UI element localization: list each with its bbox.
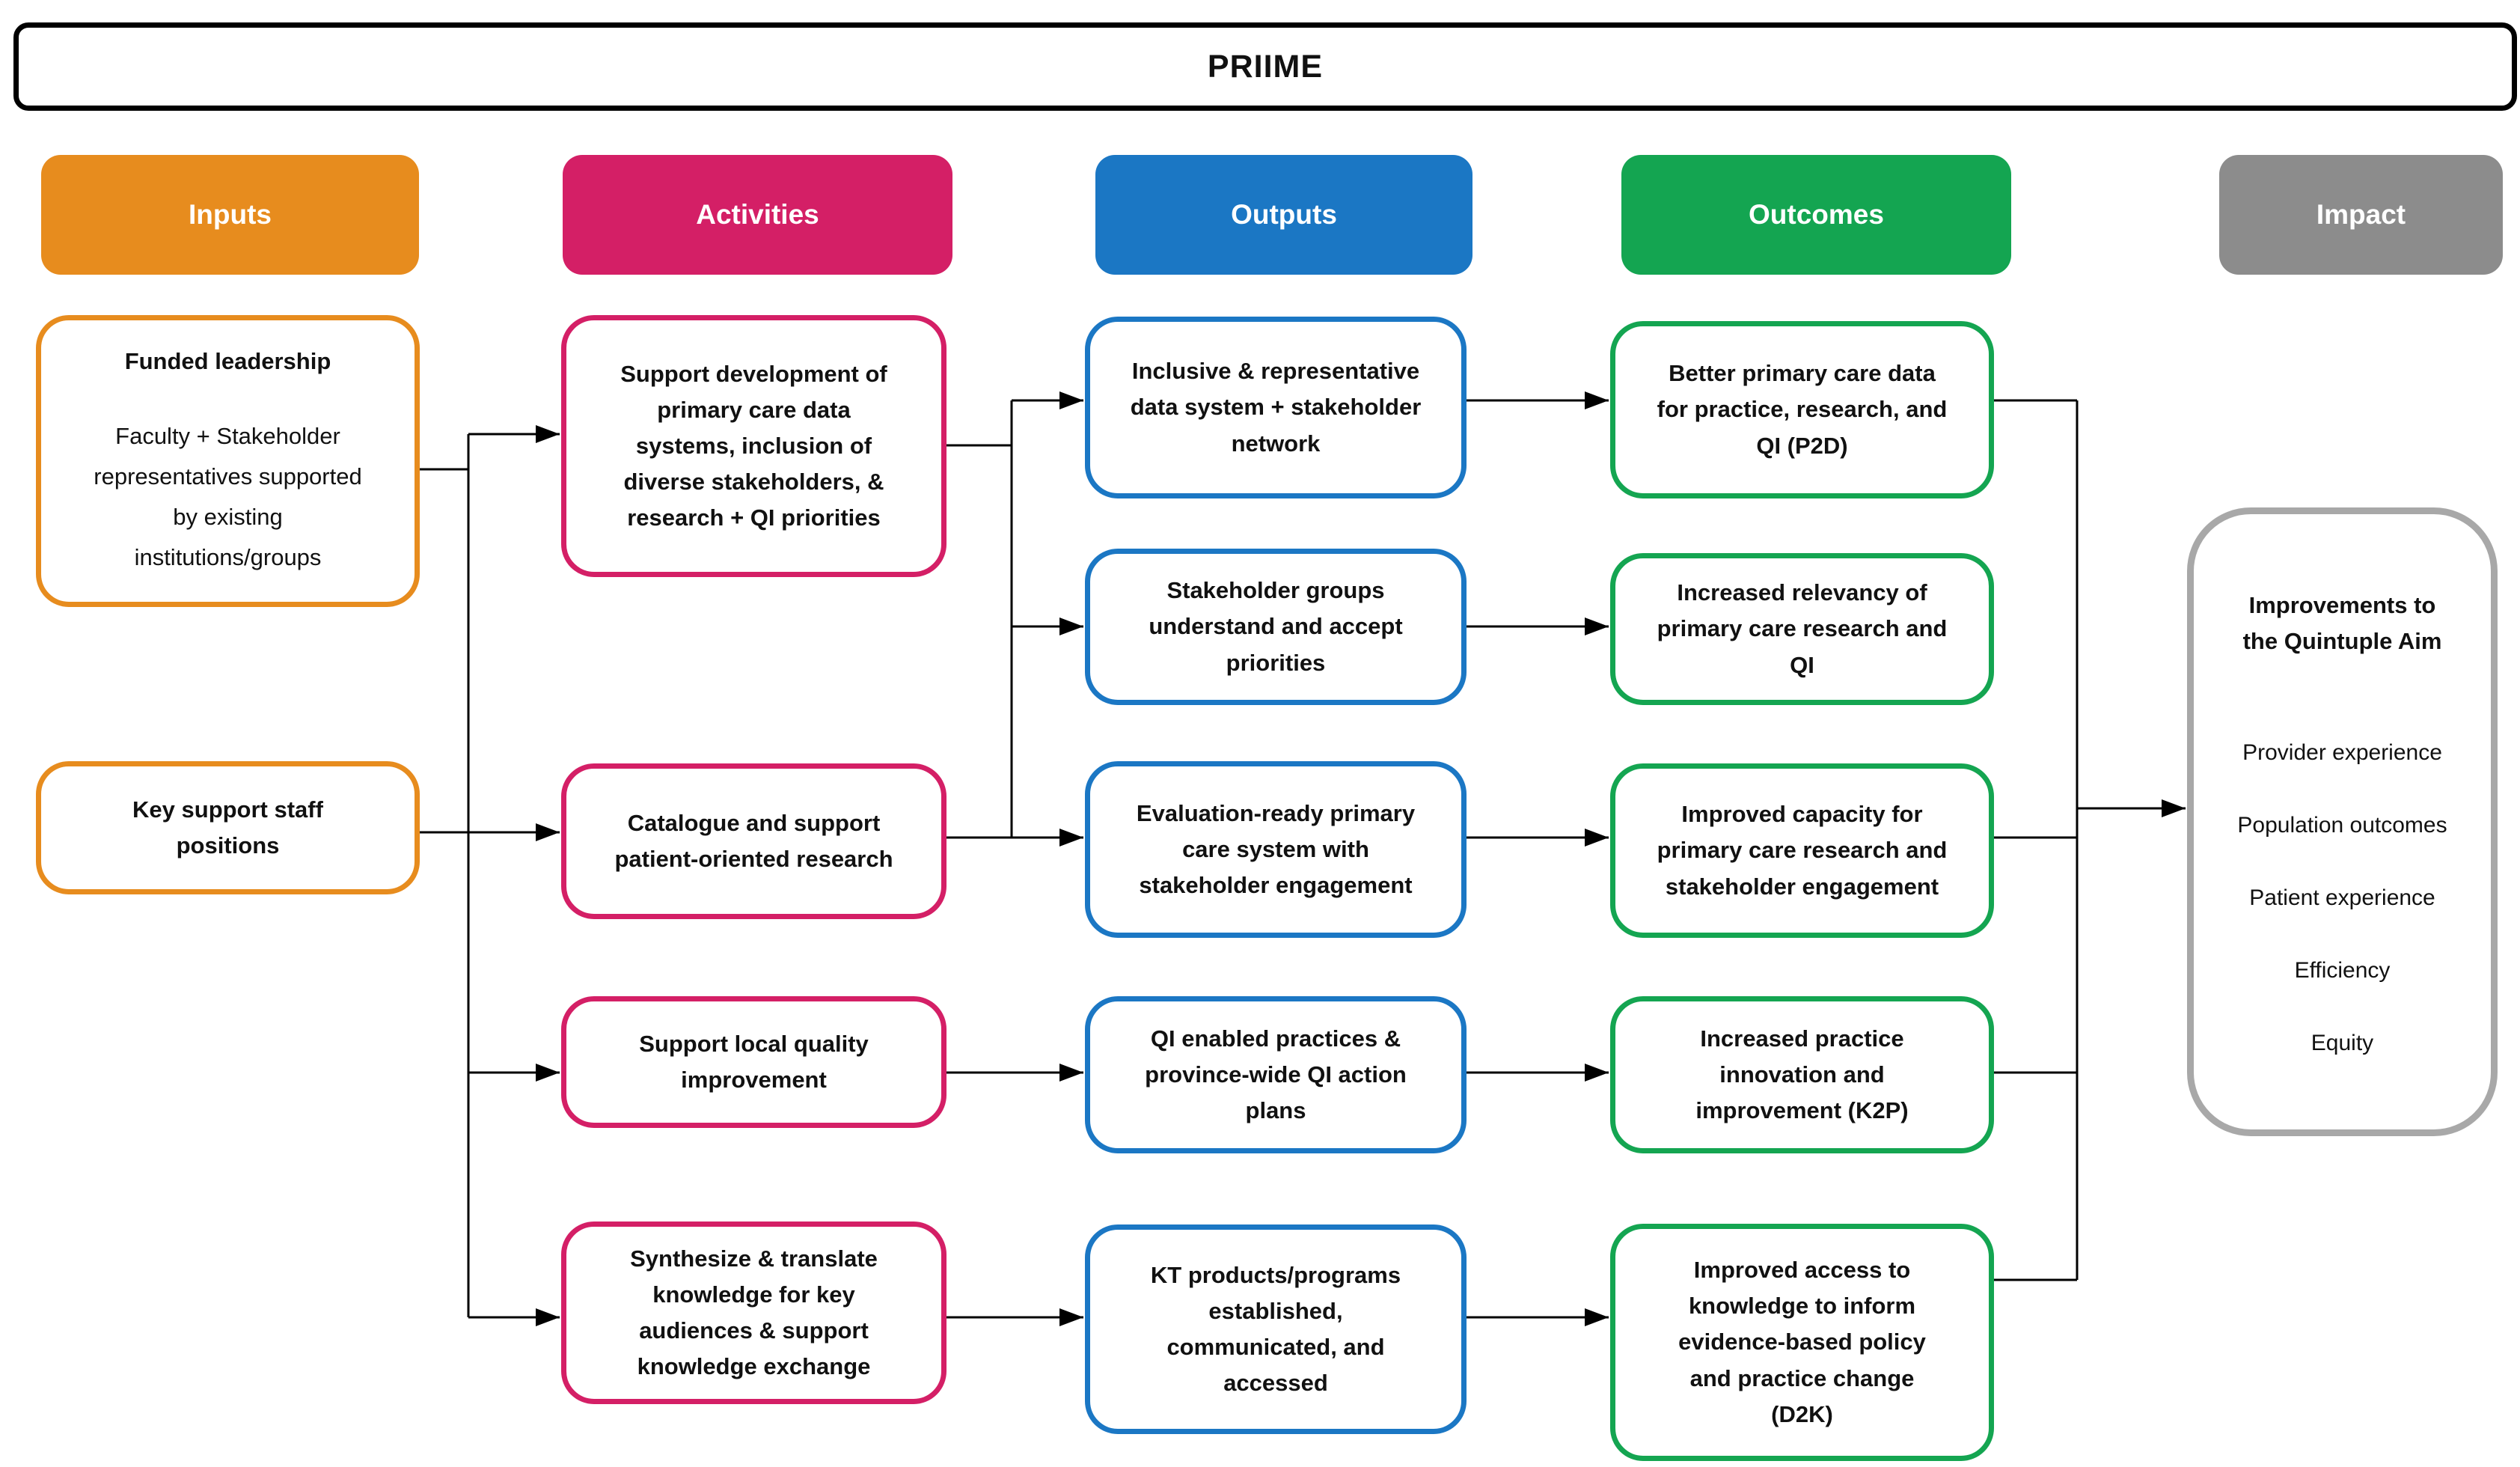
activity-box-data-systems: Support development of primary care data… [561, 315, 946, 577]
activity-box-knowledge-exchange: Synthesize & translate knowledge for key… [561, 1222, 946, 1404]
activity-text: Support local quality improvement [639, 1030, 869, 1093]
output-box-data-system-network: Inclusive & representative data system +… [1085, 317, 1467, 498]
output-text: QI enabled practices & province-wide QI … [1145, 1025, 1407, 1124]
output-box-evaluation-ready-system: Evaluation-ready primary care system wit… [1085, 761, 1467, 938]
input-box-key-support-staff: Key support staff positions [36, 761, 420, 894]
input-box-heading: Funded leadership [124, 348, 331, 375]
column-header-outcomes: Outcomes [1621, 155, 2011, 275]
activity-box-local-quality-improvement: Support local quality improvement [561, 996, 946, 1128]
outcome-text: Better primary care data for practice, r… [1657, 360, 1948, 459]
activity-text: Catalogue and support patient-oriented r… [614, 809, 893, 872]
outcome-box-better-data-p2d: Better primary care data for practice, r… [1610, 321, 1994, 498]
column-header-activities: Activities [563, 155, 952, 275]
activity-text: Synthesize & translate knowledge for key… [630, 1245, 878, 1380]
output-text: KT products/programs established, commun… [1150, 1261, 1401, 1397]
impact-heading: Improvements to the Quintuple Aim [2242, 592, 2442, 655]
column-header-impact: Impact [2219, 155, 2503, 275]
impact-item: Population outcomes [2237, 813, 2447, 838]
impact-item: Efficiency [2294, 958, 2391, 983]
input-box-heading: Key support staff positions [132, 796, 323, 858]
impact-item: Provider experience [2242, 740, 2442, 766]
output-box-kt-products: KT products/programs established, commun… [1085, 1224, 1467, 1434]
outcome-text: Improved capacity for primary care resea… [1657, 801, 1948, 900]
impact-box-quintuple-aim: Improvements to the Quintuple Aim Provid… [2187, 507, 2498, 1136]
outcome-text: Improved access to knowledge to inform e… [1678, 1257, 1926, 1427]
output-box-qi-action-plans: QI enabled practices & province-wide QI … [1085, 996, 1467, 1153]
output-text: Stakeholder groups understand and accept… [1149, 577, 1403, 676]
outcome-box-practice-innovation-k2p: Increased practice innovation and improv… [1610, 996, 1994, 1153]
input-box-body: Faculty + Stakeholder representatives su… [94, 422, 362, 571]
outcome-text: Increased relevancy of primary care rese… [1657, 579, 1948, 678]
activity-text: Support development of primary care data… [620, 360, 887, 531]
input-box-funded-leadership: Funded leadership Faculty + Stakeholder … [36, 315, 420, 607]
outcome-box-access-to-knowledge-d2k: Improved access to knowledge to inform e… [1610, 1224, 1994, 1461]
outcome-box-increased-relevancy: Increased relevancy of primary care rese… [1610, 553, 1994, 705]
output-box-stakeholder-priorities: Stakeholder groups understand and accept… [1085, 549, 1467, 705]
column-header-outputs: Outputs [1095, 155, 1472, 275]
column-header-inputs: Inputs [41, 155, 419, 275]
outcome-box-improved-capacity: Improved capacity for primary care resea… [1610, 763, 1994, 938]
impact-item: Patient experience [2249, 885, 2435, 911]
diagram-title: PRIIME [13, 22, 2517, 111]
output-text: Inclusive & representative data system +… [1130, 358, 1422, 457]
output-text: Evaluation-ready primary care system wit… [1136, 799, 1416, 899]
outcome-text: Increased practice innovation and improv… [1695, 1025, 1909, 1124]
impact-item: Equity [2310, 1031, 2374, 1056]
activity-box-patient-oriented-research: Catalogue and support patient-oriented r… [561, 763, 946, 919]
